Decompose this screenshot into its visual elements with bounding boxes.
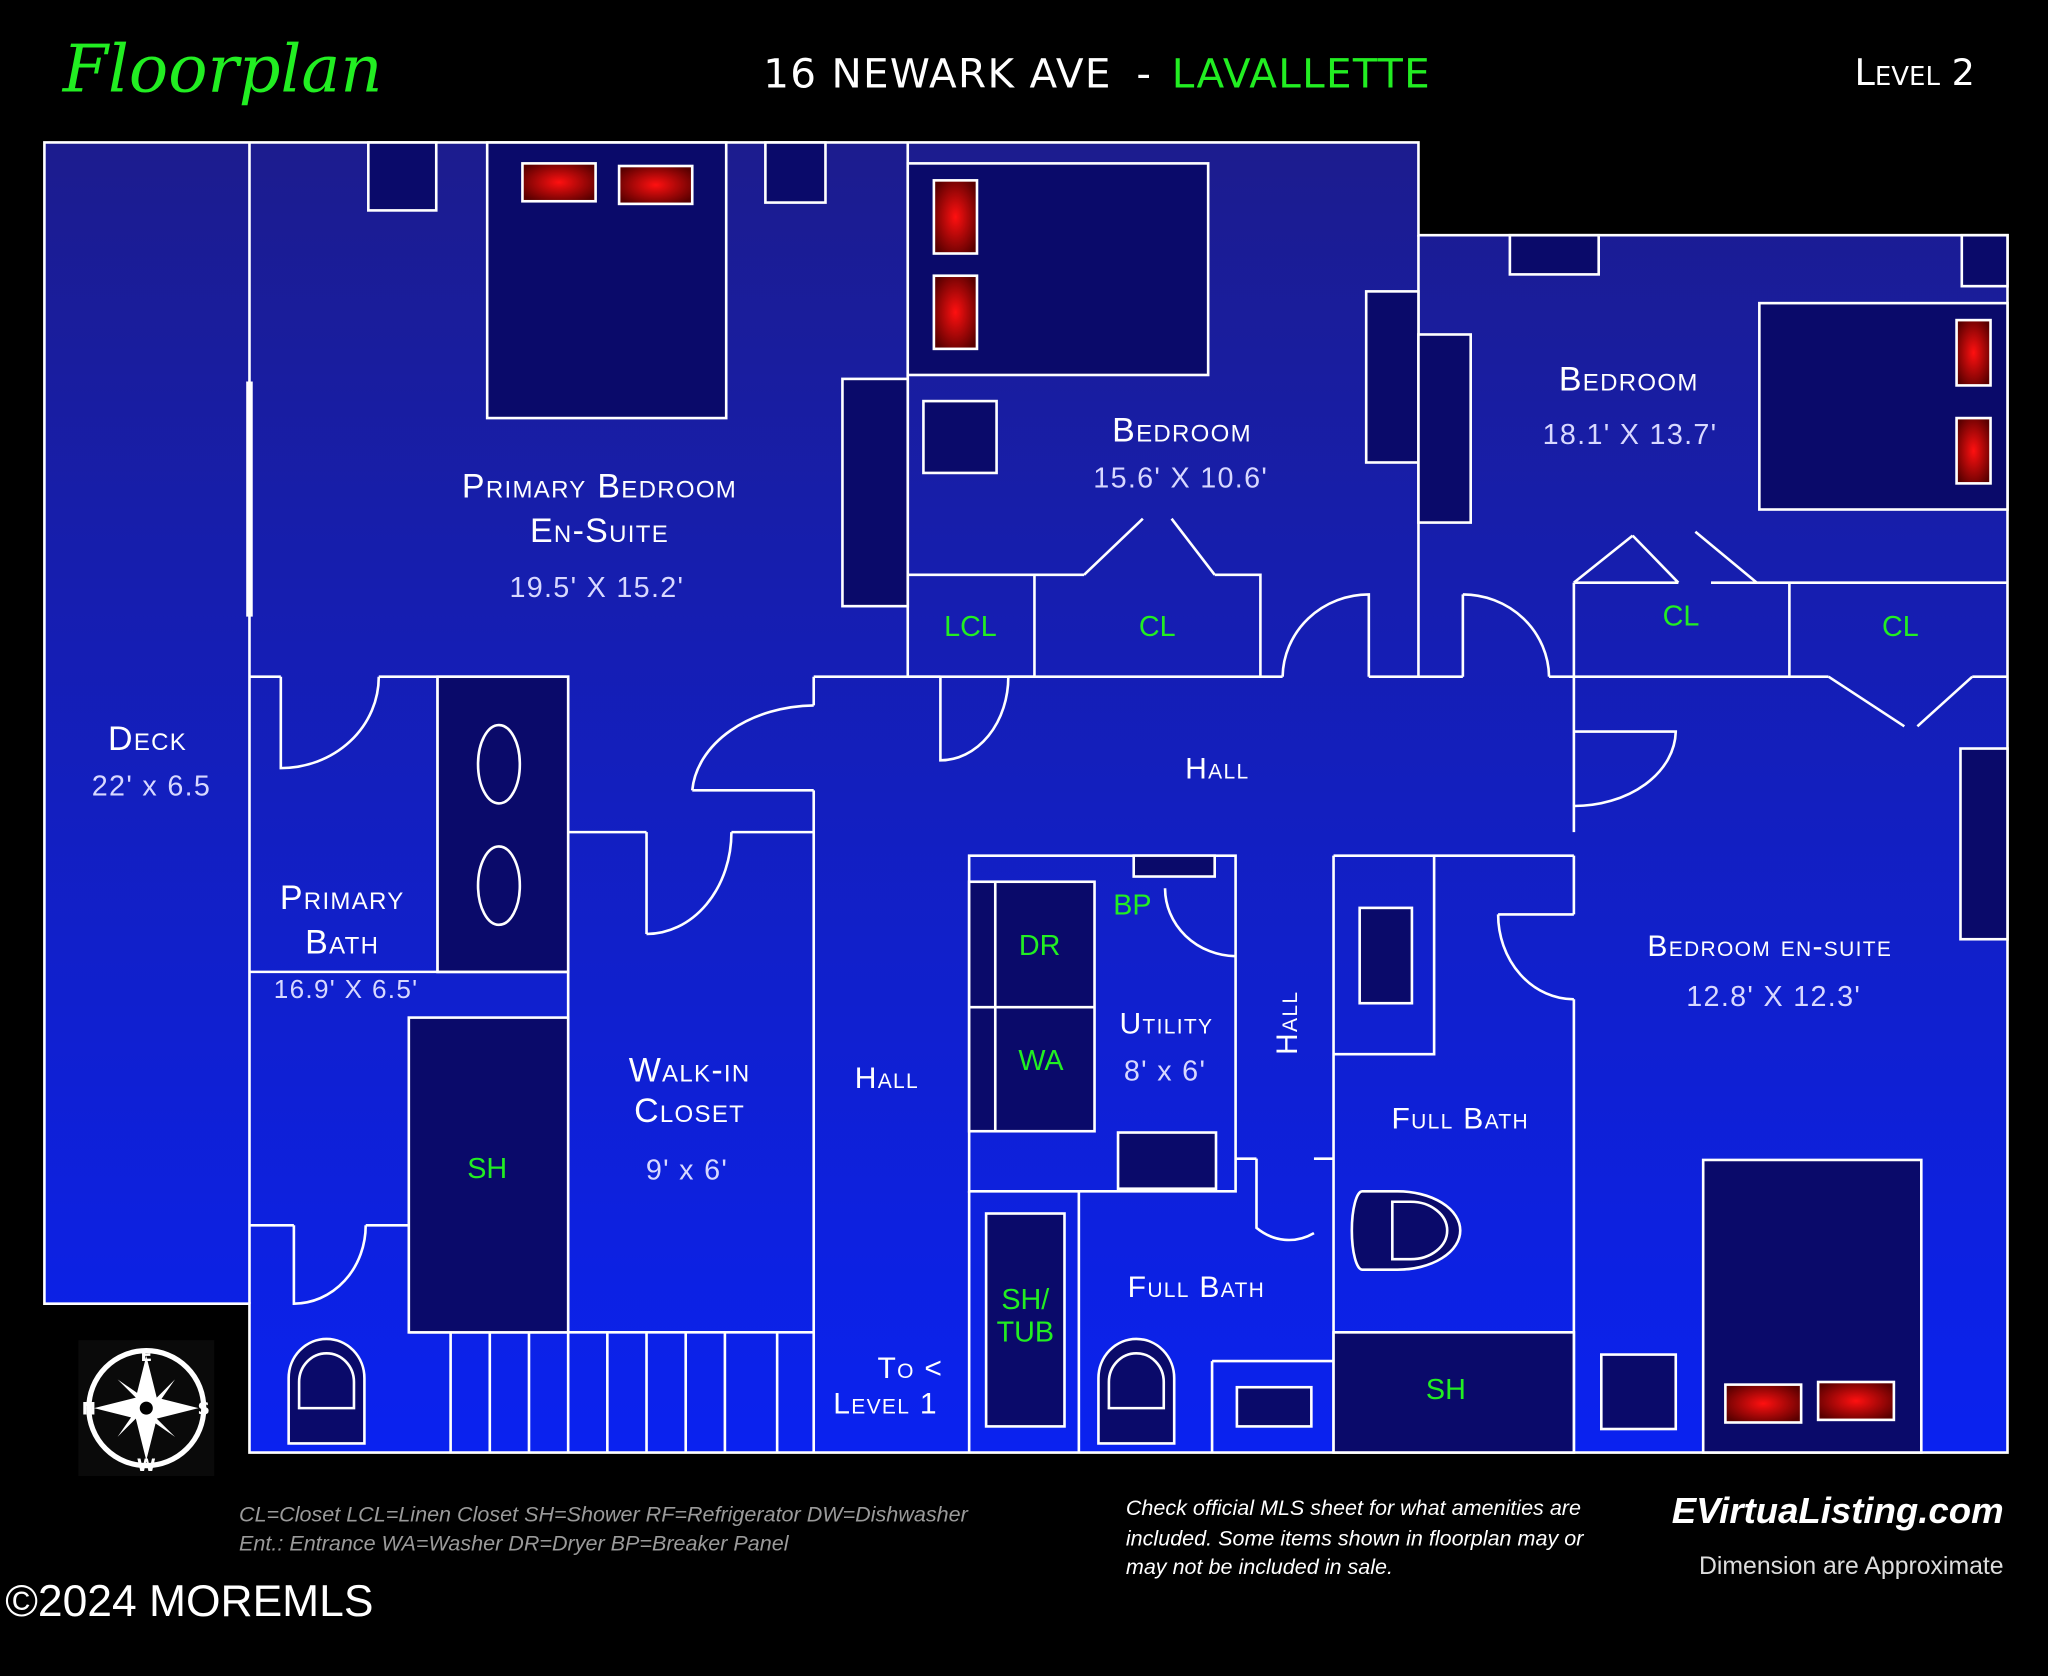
tub: [984, 1212, 1066, 1428]
copyright: ©2024 MOREMLS: [5, 1577, 373, 1626]
pillow: [1816, 1380, 1896, 1422]
utility-label: Utility: [1119, 1007, 1213, 1040]
utility-dims: 8' x 6': [1124, 1055, 1206, 1087]
bedroom2-label: Bedroom: [1559, 361, 1699, 399]
pillow: [932, 274, 979, 351]
sh-tub-label-2: TUB: [997, 1317, 1054, 1349]
pillow: [932, 179, 979, 255]
primary-bath-label: Primary: [280, 879, 405, 917]
primary-shower: [407, 1016, 570, 1334]
compass-icon: E W N S: [78, 1340, 215, 1477]
pillow: [617, 164, 694, 206]
stairs-label: To <: [877, 1352, 943, 1385]
cl-label: CL: [1139, 611, 1176, 643]
hall-top-label: Hall: [1185, 753, 1249, 786]
sh-label: SH: [1426, 1374, 1466, 1406]
furniture: [287, 141, 2009, 1454]
pillow: [1955, 318, 1992, 387]
compass-s: S: [198, 1400, 210, 1420]
sh-label: SH: [467, 1153, 507, 1185]
full-bath-center-label: Full Bath: [1128, 1271, 1265, 1304]
compass-n: N: [82, 1400, 96, 1420]
legend-line-1: CL=Closet LCL=Linen Closet SH=Shower RF=…: [239, 1502, 969, 1527]
legend-line-2: Ent.: Entrance WA=Washer DR=Dryer BP=Bre…: [239, 1530, 790, 1555]
stairs-label-2: Level 1: [833, 1387, 938, 1420]
toilet: [287, 1337, 366, 1445]
full-bath-right-label: Full Bath: [1392, 1103, 1529, 1136]
toilet: [1350, 1189, 1462, 1271]
brand: EVirtuaListing.com: [1672, 1490, 2004, 1531]
bedroom2-dims: 18.1' X 13.7': [1543, 419, 1718, 451]
address-title: 16 NEWARK AVE - LAVALLETTE: [763, 50, 1431, 98]
deck-dims: 22' x 6.5: [92, 771, 211, 803]
disclaimer-1: Check official MLS sheet for what amenit…: [1126, 1495, 1581, 1520]
logo: Floorplan: [62, 32, 383, 108]
lcl-label: LCL: [944, 611, 997, 643]
address: 16 NEWARK AVE: [763, 50, 1112, 98]
bedroom-ensuite-label: Bedroom en-suite: [1647, 930, 1892, 963]
approx-note: Dimension are Approximate: [1699, 1553, 2004, 1580]
town: LAVALLETTE: [1172, 50, 1431, 98]
cl-label: CL: [1882, 611, 1919, 643]
level-label: Level 2: [1854, 51, 1974, 94]
toilet: [1097, 1337, 1176, 1445]
pillow: [521, 162, 597, 203]
primary-bath-label-2: Bath: [305, 924, 379, 962]
primary-bedroom-label-2: En-Suite: [530, 512, 669, 550]
pillow: [1724, 1383, 1803, 1424]
cl-label: CL: [1663, 601, 1700, 633]
bedroom1-dims: 15.6' X 10.6': [1093, 462, 1268, 494]
walkin-dims: 9' x 6': [646, 1155, 728, 1187]
right-shower: [1332, 1331, 1576, 1454]
walkin-label-2: Closet: [634, 1092, 745, 1130]
walkin-label: Walk-in: [629, 1052, 751, 1090]
primary-bath-dims: 16.9' X 6.5': [274, 974, 419, 1004]
bp-label: BP: [1113, 889, 1151, 921]
bedroom1-label: Bedroom: [1112, 412, 1252, 450]
hall-left-label: Hall: [855, 1062, 919, 1095]
disclaimer-3: may not be included in sale.: [1126, 1554, 1393, 1579]
primary-bedroom-label: Primary Bedroom: [462, 468, 737, 506]
hall-vertical-label: Hall: [1271, 991, 1304, 1055]
bedroom-ensuite-dims: 12.8' X 12.3': [1686, 981, 1861, 1013]
deck-label: Deck: [108, 720, 187, 758]
pillow: [1955, 416, 1992, 485]
dr-label: DR: [1019, 930, 1060, 962]
compass-w: W: [137, 1456, 156, 1476]
doors: [279, 517, 1974, 1305]
title-separator: -: [1136, 50, 1152, 98]
compass-e: E: [140, 1346, 152, 1366]
disclaimer-2: included. Some items shown in floorplan …: [1126, 1525, 1584, 1550]
sh-tub-label: SH/: [1001, 1284, 1049, 1316]
primary-bedroom-dims: 19.5' X 15.2': [509, 572, 684, 604]
wa-label: WA: [1018, 1045, 1064, 1077]
